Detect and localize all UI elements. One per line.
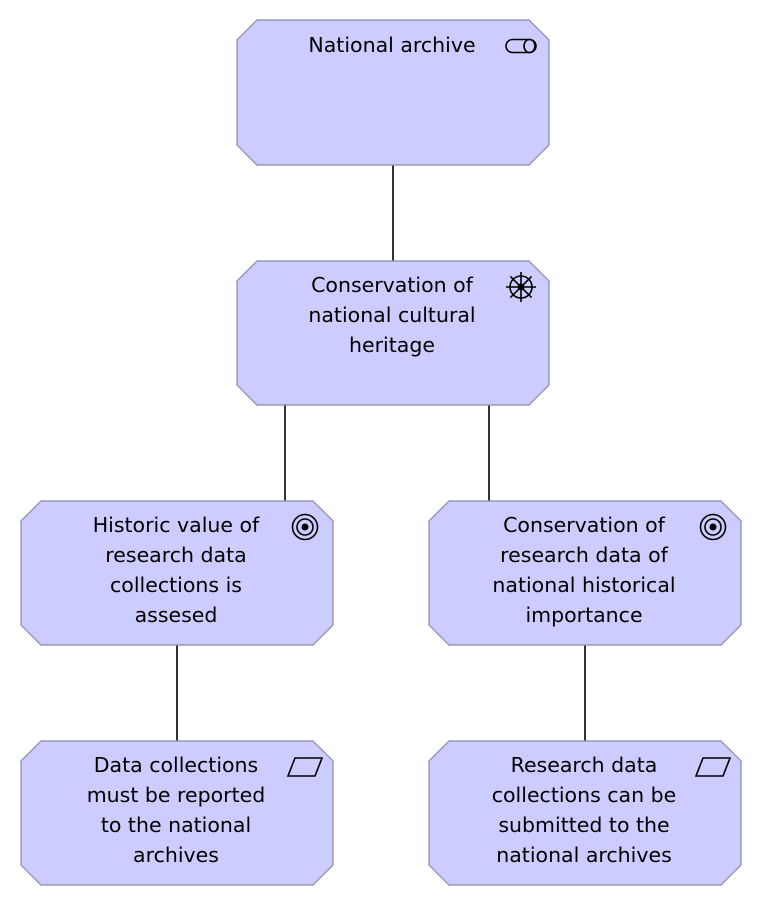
node-label-line: national archives bbox=[496, 843, 672, 867]
node-label-line: archives bbox=[133, 843, 219, 867]
node-label-line: to the national bbox=[101, 813, 251, 837]
node-label-line: research data of bbox=[500, 543, 668, 567]
goal-icon bbox=[291, 513, 319, 541]
node-goal[interactable]: Conservation of research data of national … bbox=[428, 500, 742, 646]
requirement-icon bbox=[694, 757, 732, 777]
node-label-line: must be reported bbox=[87, 783, 266, 807]
node-shape bbox=[236, 19, 550, 166]
node-label-line: importance bbox=[525, 603, 642, 627]
node-label-line: heritage bbox=[349, 333, 435, 357]
node-shape bbox=[236, 260, 550, 406]
node-goal[interactable]: Historic value of research data collection… bbox=[20, 500, 334, 646]
node-label-line: national historical bbox=[492, 573, 675, 597]
driver-icon bbox=[506, 272, 536, 302]
node-label-line: Data collections bbox=[94, 753, 259, 777]
node-shape bbox=[20, 500, 334, 646]
node-label-line: Research data bbox=[511, 753, 658, 777]
node-label-line: Conservation of bbox=[503, 513, 666, 537]
node-label-line: Conservation of bbox=[311, 273, 474, 297]
node-driver[interactable]: Conservation of national cultural heritage bbox=[236, 260, 550, 406]
node-stakeholder[interactable]: National archive bbox=[236, 19, 550, 166]
node-label-line: Historic value of bbox=[93, 513, 260, 537]
node-label-line: collections can be bbox=[492, 783, 677, 807]
stakeholder-icon bbox=[505, 38, 537, 54]
node-requirement[interactable]: Data collections must be reported to the n… bbox=[20, 740, 334, 886]
node-label-line: assesed bbox=[135, 603, 218, 627]
edges-layer bbox=[176, 165, 586, 741]
node-label-line: research data bbox=[105, 543, 246, 567]
node-shape bbox=[20, 740, 334, 886]
node-label-line: national cultural bbox=[308, 303, 475, 327]
node-shape bbox=[428, 500, 742, 646]
requirement-icon bbox=[286, 757, 324, 777]
node-requirement[interactable]: Research data collections can be submitted… bbox=[428, 740, 742, 886]
goal-icon bbox=[699, 513, 727, 541]
node-label-line: collections is bbox=[110, 573, 242, 597]
node-label-line: submitted to the bbox=[498, 813, 669, 837]
node-label-line: National archive bbox=[308, 33, 475, 57]
node-shape bbox=[428, 740, 742, 886]
